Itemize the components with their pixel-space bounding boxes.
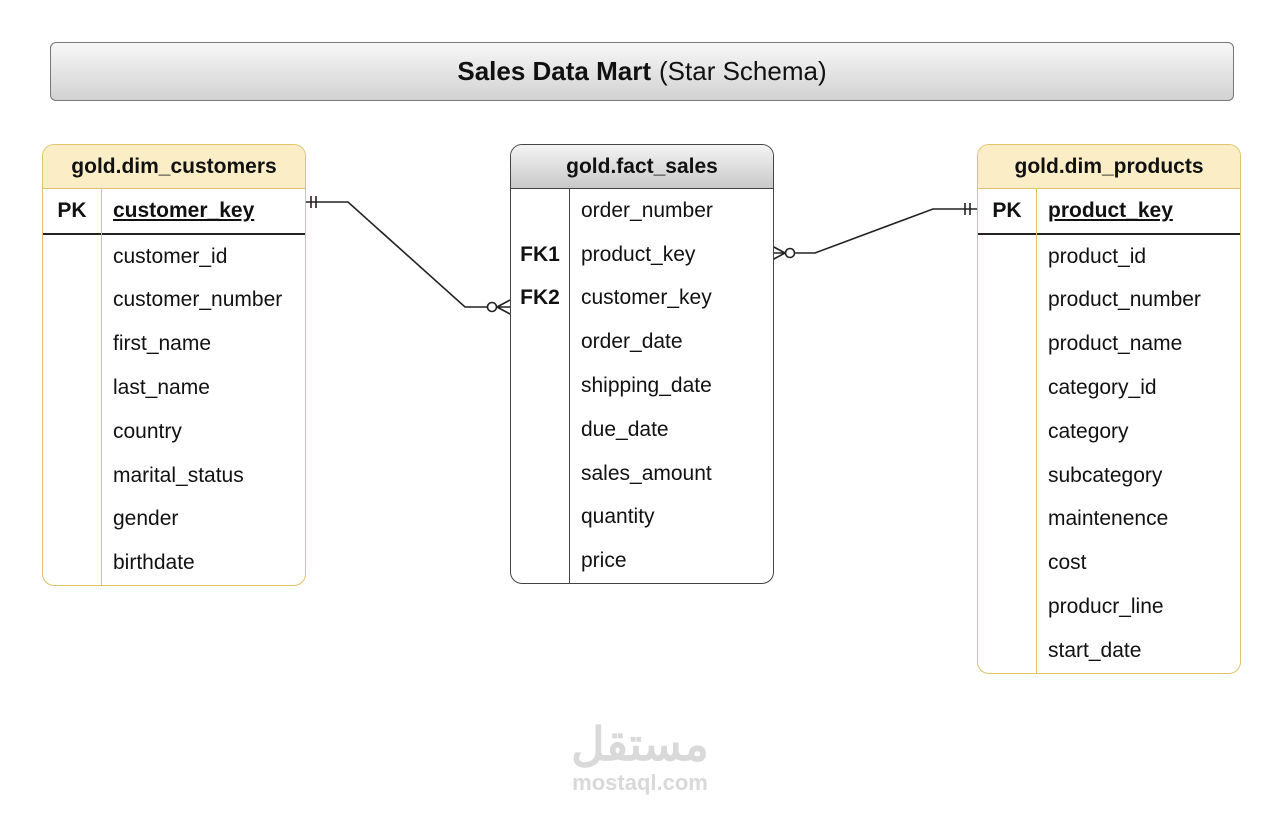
column-row[interactable]: order_date [511, 320, 773, 364]
column-row[interactable]: sales_amount [511, 452, 773, 496]
column-row[interactable]: birthdate [43, 541, 305, 585]
column-name: quantity [581, 505, 655, 529]
column-name: last_name [113, 376, 210, 400]
column-row[interactable]: category [978, 410, 1240, 454]
column-name: product_key [1048, 198, 1173, 222]
title-subtitle: (Star Schema) [659, 56, 827, 86]
column-name: sales_amount [581, 461, 712, 485]
zero-many-circle [784, 247, 796, 259]
column-row[interactable]: category_id [978, 366, 1240, 410]
column-name: customer_key [113, 198, 255, 222]
column-row[interactable]: start_date [978, 629, 1240, 673]
column-name: country [113, 419, 182, 443]
column-name: price [581, 549, 627, 573]
column-name: customer_id [113, 244, 228, 268]
watermark-arabic: مستقل [571, 718, 709, 770]
column-name: subcategory [1048, 463, 1163, 487]
table-header: gold.dim_customers [43, 145, 305, 189]
zero-many-circle [486, 301, 498, 313]
column-row[interactable]: customer_id [43, 235, 305, 279]
crows-foot [771, 245, 786, 254]
key-label: PK [57, 198, 87, 222]
column-row[interactable]: FK2 customer_key [511, 277, 773, 321]
column-name: product_id [1048, 244, 1147, 268]
column-row[interactable]: last_name [43, 366, 305, 410]
column-name: category [1048, 419, 1129, 443]
column-row[interactable]: PK customer_key [43, 189, 305, 235]
column-name: producr_line [1048, 595, 1164, 619]
table-header: gold.dim_products [978, 145, 1240, 189]
column-name: order_date [581, 330, 683, 354]
column-row[interactable]: order_number [511, 189, 773, 233]
table-dim-products[interactable]: gold.dim_products PK product_key product_i… [977, 144, 1241, 674]
mostaql-watermark: مستقل mostaql.com [540, 718, 740, 796]
column-row[interactable]: FK1 product_key [511, 233, 773, 277]
column-name: due_date [581, 417, 669, 441]
column-row[interactable]: country [43, 410, 305, 454]
column-name: category_id [1048, 376, 1157, 400]
column-name: maintenence [1048, 507, 1169, 531]
crows-foot [496, 299, 511, 308]
column-row[interactable]: gender [43, 498, 305, 542]
column-name: customer_number [113, 288, 283, 312]
customers-to-sales-relation [305, 196, 511, 315]
column-row[interactable]: marital_status [43, 454, 305, 498]
column-row[interactable]: product_id [978, 235, 1240, 279]
column-row[interactable]: first_name [43, 322, 305, 366]
column-row[interactable]: due_date [511, 408, 773, 452]
column-name: gender [113, 507, 179, 531]
column-name: product_number [1048, 288, 1201, 312]
column-name: product_name [1048, 332, 1183, 356]
key-label: PK [992, 198, 1022, 222]
column-name: shipping_date [581, 374, 712, 398]
column-row[interactable]: price [511, 539, 773, 583]
watermark-latin: mostaql.com [572, 770, 708, 795]
column-name: start_date [1048, 638, 1142, 662]
diagram-title: Sales Data Mart (Star Schema) [50, 42, 1234, 101]
column-row[interactable]: maintenence [978, 498, 1240, 542]
column-row[interactable]: shipping_date [511, 364, 773, 408]
column-row[interactable]: customer_number [43, 279, 305, 323]
key-label: FK1 [520, 242, 560, 266]
column-row[interactable]: product_name [978, 322, 1240, 366]
column-name: birthdate [113, 551, 195, 575]
column-name: customer_key [581, 286, 712, 310]
column-name: first_name [113, 332, 212, 356]
column-name: marital_status [113, 463, 244, 487]
table-header: gold.fact_sales [511, 145, 773, 189]
column-row[interactable]: subcategory [978, 454, 1240, 498]
key-label: FK2 [520, 286, 560, 310]
column-row[interactable]: producr_line [978, 585, 1240, 629]
column-row[interactable]: quantity [511, 496, 773, 540]
column-row[interactable]: product_number [978, 279, 1240, 323]
column-name: order_number [581, 198, 713, 222]
column-row[interactable]: cost [978, 541, 1240, 585]
products-to-sales-relation [771, 203, 977, 261]
column-name: product_key [581, 242, 696, 266]
column-name: cost [1048, 551, 1087, 575]
column-row[interactable]: PK product_key [978, 189, 1240, 235]
title-bold: Sales Data Mart [457, 56, 652, 86]
